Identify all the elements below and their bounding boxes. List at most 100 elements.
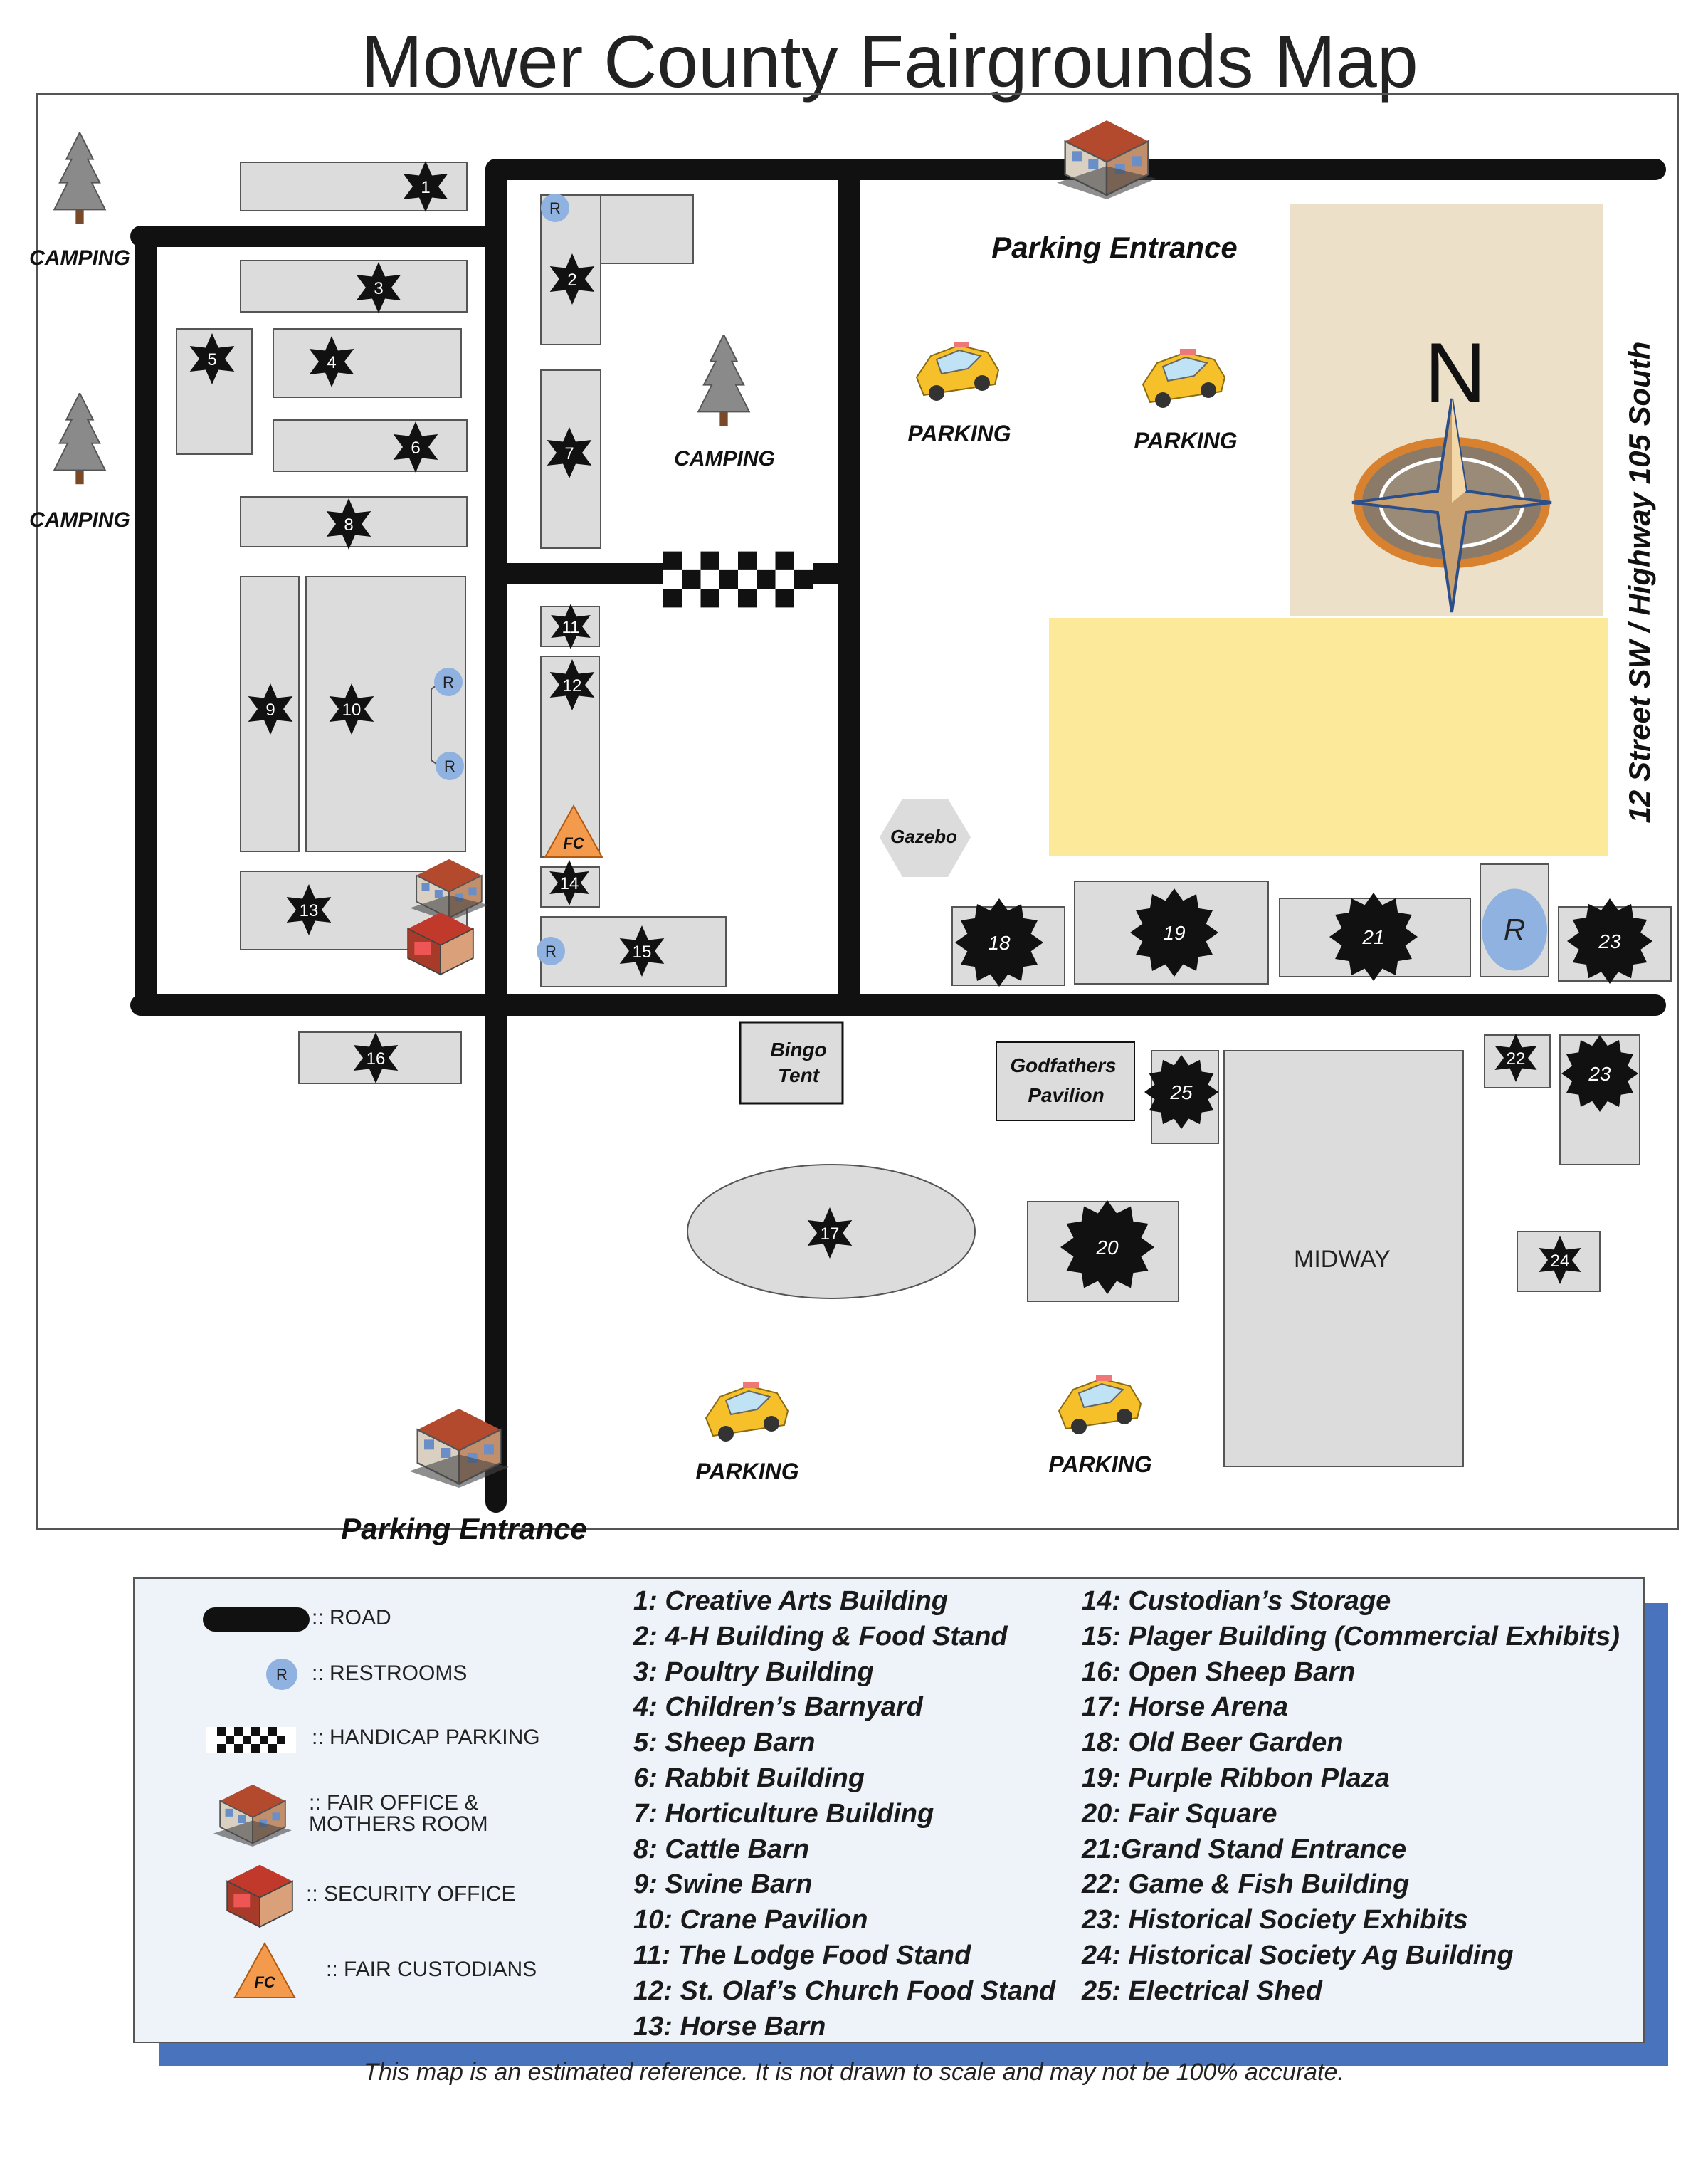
building-number: 10 bbox=[342, 700, 362, 720]
building-2-marker: 2 bbox=[549, 253, 595, 305]
camping-label: CAMPING bbox=[674, 447, 775, 471]
building-number: 8 bbox=[344, 515, 353, 535]
camping-label: CAMPING bbox=[29, 246, 130, 270]
key-item: 15: Plager Building (Commercial Exhibits… bbox=[1082, 1621, 1620, 1652]
midway-shape bbox=[1223, 1050, 1464, 1467]
bingo-label: Bingo bbox=[770, 1039, 826, 1061]
key-item: 24: Historical Society Ag Building bbox=[1082, 1941, 1514, 1970]
parking-label: PARKING bbox=[1134, 428, 1237, 453]
building-number: 22 bbox=[1507, 1049, 1526, 1069]
key-item: 14: Custodian’s Storage bbox=[1082, 1586, 1391, 1616]
key-item: 11: The Lodge Food Stand bbox=[633, 1941, 971, 1970]
car-icon bbox=[705, 1382, 789, 1442]
key-item: 1: Creative Arts Building bbox=[633, 1586, 949, 1616]
restroom-letter: R bbox=[444, 757, 455, 775]
building-16-marker: 16 bbox=[353, 1032, 399, 1083]
key-item: 25: Electrical Shed bbox=[1082, 1975, 1322, 2006]
building-24-marker: 24 bbox=[1539, 1236, 1581, 1284]
restroom-icon: R bbox=[1482, 888, 1547, 971]
parking-entrance-label: Parking Entrance bbox=[991, 231, 1237, 264]
building-number: 9 bbox=[265, 700, 275, 720]
key-item: 10: Crane Pavilion bbox=[633, 1905, 868, 1936]
legend-panel bbox=[133, 1577, 1645, 2043]
legend-fair-office-2: MOTHERS ROOM bbox=[309, 1812, 488, 1836]
car-icon bbox=[1058, 1375, 1142, 1435]
building-23a-marker: 23 bbox=[1567, 898, 1652, 984]
building-2-annex-shape bbox=[600, 194, 694, 264]
key-item: 19: Purple Ribbon Plaza bbox=[1082, 1763, 1390, 1793]
building-19-marker: 19 bbox=[1130, 888, 1218, 977]
building-17-marker: 17 bbox=[807, 1207, 853, 1259]
key-item: 22: Game & Fish Building bbox=[1082, 1869, 1410, 1900]
building-number: 14 bbox=[560, 874, 579, 893]
building-number: 23 bbox=[1598, 930, 1621, 952]
key-item: 6: Rabbit Building bbox=[633, 1763, 865, 1793]
key-item: 13: Horse Barn bbox=[633, 2011, 826, 2042]
building-number: 19 bbox=[1163, 922, 1185, 944]
key-item: 16: Open Sheep Barn bbox=[1082, 1656, 1356, 1687]
building-number: 18 bbox=[988, 932, 1011, 954]
building-number: 20 bbox=[1095, 1236, 1119, 1259]
building-13-marker: 13 bbox=[286, 884, 332, 935]
tree-icon bbox=[697, 335, 750, 427]
car-icon bbox=[916, 341, 999, 401]
map-border bbox=[36, 93, 1679, 1530]
gazebo-shape bbox=[880, 799, 971, 877]
building-number: 25 bbox=[1169, 1081, 1193, 1103]
building-number: 21 bbox=[1361, 926, 1384, 948]
building-1-marker: 1 bbox=[403, 161, 448, 212]
highway-label: 12 Street SW / Highway 105 South bbox=[1623, 342, 1656, 824]
key-item: 18: Old Beer Garden bbox=[1082, 1728, 1344, 1758]
building-3-marker: 3 bbox=[356, 262, 401, 313]
godfathers-pavilion-shape bbox=[996, 1041, 1135, 1121]
key-item: 17: Horse Arena bbox=[1082, 1692, 1289, 1723]
disclaimer: This map is an estimated reference. It i… bbox=[364, 2059, 1344, 2086]
building-12-marker: 12 bbox=[549, 659, 595, 710]
building-number: 6 bbox=[411, 439, 420, 458]
building-3-shape bbox=[240, 260, 468, 313]
restroom-letter: R bbox=[443, 673, 454, 691]
parking-label: PARKING bbox=[695, 1459, 798, 1484]
parking-entrance-label: Parking Entrance bbox=[341, 1512, 586, 1545]
building-number: 4 bbox=[327, 353, 336, 372]
building-number: 12 bbox=[563, 676, 582, 695]
building-10-marker: 10 bbox=[329, 683, 374, 735]
building-number: 11 bbox=[562, 618, 580, 637]
restroom-icon: R bbox=[537, 937, 565, 965]
key-item: 8: Cattle Barn bbox=[633, 1834, 810, 1864]
building-4-marker: 4 bbox=[309, 336, 354, 387]
key-item: 20: Fair Square bbox=[1082, 1798, 1277, 1829]
key-item: 4: Children’s Barnyard bbox=[633, 1692, 923, 1723]
camping-label: CAMPING bbox=[29, 508, 130, 532]
parking-label: PARKING bbox=[1048, 1451, 1151, 1477]
building-number: 7 bbox=[564, 444, 574, 463]
tree-icon bbox=[53, 132, 106, 225]
legend-fair-office: :: FAIR OFFICE & bbox=[309, 1791, 479, 1815]
legend-road: :: ROAD bbox=[312, 1606, 391, 1629]
building-18-marker: 18 bbox=[955, 898, 1043, 987]
building-10-shape bbox=[305, 576, 466, 852]
legend-custodians: :: FAIR CUSTODIANS bbox=[326, 1958, 537, 1981]
entrance-building-icon bbox=[1055, 119, 1158, 199]
custodian-icon bbox=[544, 804, 603, 858]
building-6-shape bbox=[273, 419, 468, 472]
key-item: 2: 4-H Building & Food Stand bbox=[633, 1621, 1008, 1652]
godfathers-label: Pavilion bbox=[1028, 1084, 1104, 1106]
restroom-icon: R bbox=[541, 194, 569, 222]
car-icon bbox=[1142, 348, 1225, 409]
building-9-marker: 9 bbox=[248, 683, 293, 735]
grandstand-area bbox=[1049, 618, 1608, 856]
legend-handicap: :: HANDICAP PARKING bbox=[312, 1726, 540, 1749]
key-item: 7: Horticulture Building bbox=[633, 1798, 934, 1829]
bingo-tent-shape bbox=[739, 1021, 844, 1105]
parking-label: PARKING bbox=[907, 421, 1011, 446]
bingo-label: Tent bbox=[778, 1064, 821, 1086]
building-11-marker: 11 bbox=[551, 604, 591, 649]
building-21-marker: 21 bbox=[1329, 893, 1418, 981]
building-15-marker: 15 bbox=[619, 925, 665, 977]
building-22-marker: 22 bbox=[1494, 1034, 1537, 1082]
compass-icon bbox=[1351, 398, 1552, 613]
building-number: 24 bbox=[1551, 1251, 1570, 1271]
key-item: 12: St. Olaf’s Church Food Stand bbox=[633, 1975, 1056, 2006]
